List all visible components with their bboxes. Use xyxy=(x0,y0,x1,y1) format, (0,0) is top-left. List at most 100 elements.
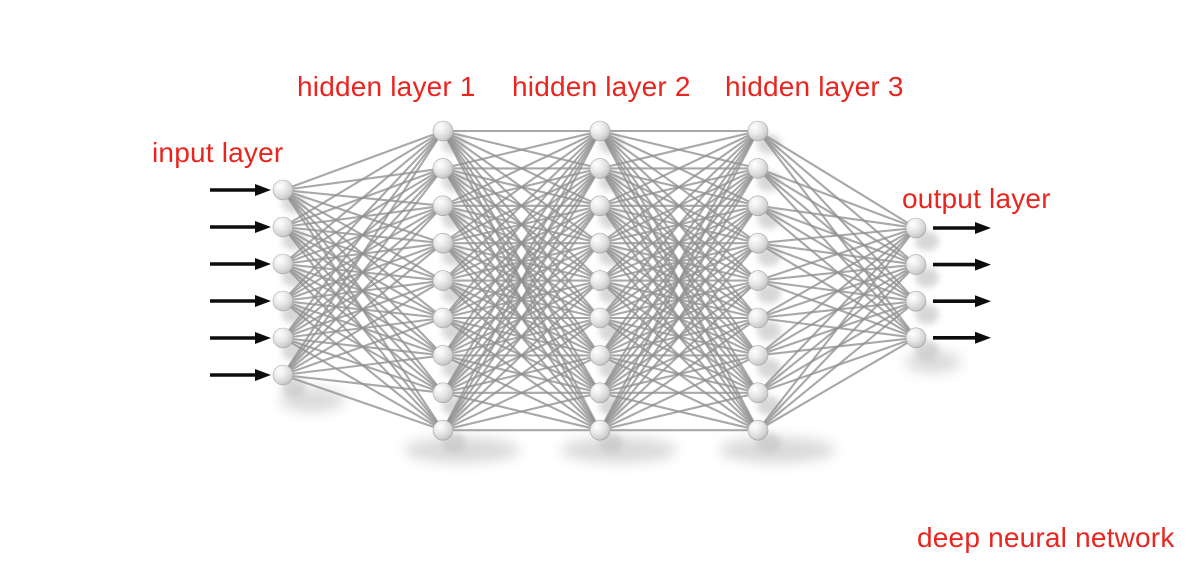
edge xyxy=(598,391,760,432)
edge xyxy=(441,129,602,357)
input-node xyxy=(272,364,294,386)
edge xyxy=(756,226,918,432)
edge xyxy=(441,129,602,394)
hidden1-node xyxy=(432,195,454,217)
edge xyxy=(281,204,445,377)
hidden1-node xyxy=(432,270,454,291)
edge xyxy=(281,279,445,377)
input-arrow-head xyxy=(255,258,271,270)
input-node xyxy=(272,327,294,349)
label-hidden-layer-2: hidden layer 2 xyxy=(512,71,691,102)
edge xyxy=(598,316,760,432)
input-arrow-head xyxy=(255,221,271,233)
input-node xyxy=(272,253,294,275)
hidden1-node xyxy=(432,232,454,254)
edge xyxy=(281,242,445,377)
hidden2-node xyxy=(589,158,611,179)
edge xyxy=(441,279,602,432)
edge xyxy=(441,129,602,282)
edge xyxy=(598,129,760,357)
hidden2-node xyxy=(589,382,611,404)
edge xyxy=(281,129,445,229)
nodes xyxy=(272,120,927,441)
edges xyxy=(281,129,918,432)
edge xyxy=(598,129,760,282)
edge xyxy=(281,129,445,340)
hidden3-node xyxy=(747,232,769,254)
hidden1-node xyxy=(432,120,454,142)
edge xyxy=(441,129,602,245)
edge xyxy=(756,129,918,230)
input-node xyxy=(272,179,294,201)
hidden3-node xyxy=(747,345,769,366)
hidden3-node xyxy=(747,270,769,291)
label-input-layer: input layer xyxy=(152,137,284,168)
edge xyxy=(441,242,602,432)
edge xyxy=(598,279,760,432)
edge xyxy=(756,226,918,245)
edge xyxy=(441,129,602,432)
hidden3-node xyxy=(747,158,769,179)
edge xyxy=(598,354,760,432)
edge xyxy=(756,226,918,394)
edge xyxy=(598,129,760,170)
edge xyxy=(281,129,445,266)
label-caption: deep neural network xyxy=(917,522,1175,553)
hidden3-node xyxy=(747,120,769,142)
edge xyxy=(281,354,445,377)
edge xyxy=(756,336,918,432)
edge xyxy=(756,226,918,320)
arrows xyxy=(210,184,991,381)
edge xyxy=(756,226,918,357)
edge xyxy=(441,316,602,432)
edge xyxy=(598,129,760,207)
edge xyxy=(281,129,445,303)
edge xyxy=(598,242,760,432)
edge xyxy=(281,373,445,394)
edge xyxy=(598,204,760,432)
output-arrow-head xyxy=(975,258,991,271)
input-arrow-head xyxy=(255,332,271,344)
edge xyxy=(756,226,918,282)
edge xyxy=(281,373,445,432)
edge xyxy=(441,391,602,432)
edge xyxy=(281,167,445,377)
hidden3-node xyxy=(747,419,769,441)
edge xyxy=(598,129,760,394)
edge xyxy=(756,204,918,230)
hidden2-node xyxy=(589,307,611,329)
hidden1-node xyxy=(432,419,454,441)
input-node xyxy=(272,290,294,312)
edge xyxy=(756,300,918,432)
label-output-layer: output layer xyxy=(902,183,1051,214)
output-node xyxy=(905,254,927,275)
edge xyxy=(441,354,602,432)
output-arrow-head xyxy=(975,331,991,344)
output-node xyxy=(905,290,927,312)
edge xyxy=(441,129,602,207)
label-hidden-layer-3: hidden layer 3 xyxy=(725,71,904,102)
hidden2-node xyxy=(589,270,611,291)
hidden3-node xyxy=(747,307,769,329)
edge xyxy=(441,129,602,320)
output-arrow-head xyxy=(975,222,991,234)
label-hidden-layer-1: hidden layer 1 xyxy=(297,71,476,102)
edge xyxy=(598,167,760,432)
input-arrow-head xyxy=(255,369,271,381)
edge xyxy=(441,167,602,432)
hidden2-node xyxy=(589,345,611,366)
hidden1-node xyxy=(432,307,454,329)
input-node xyxy=(272,216,294,238)
output-node xyxy=(905,217,927,239)
input-arrow-head xyxy=(255,184,271,196)
hidden2-node xyxy=(589,232,611,254)
edge xyxy=(441,129,602,170)
hidden2-node xyxy=(589,195,611,217)
edge xyxy=(598,129,760,245)
edge xyxy=(598,129,760,432)
edge xyxy=(598,129,760,320)
hidden3-node xyxy=(747,195,769,217)
hidden1-node xyxy=(432,345,454,366)
edge xyxy=(281,129,445,377)
